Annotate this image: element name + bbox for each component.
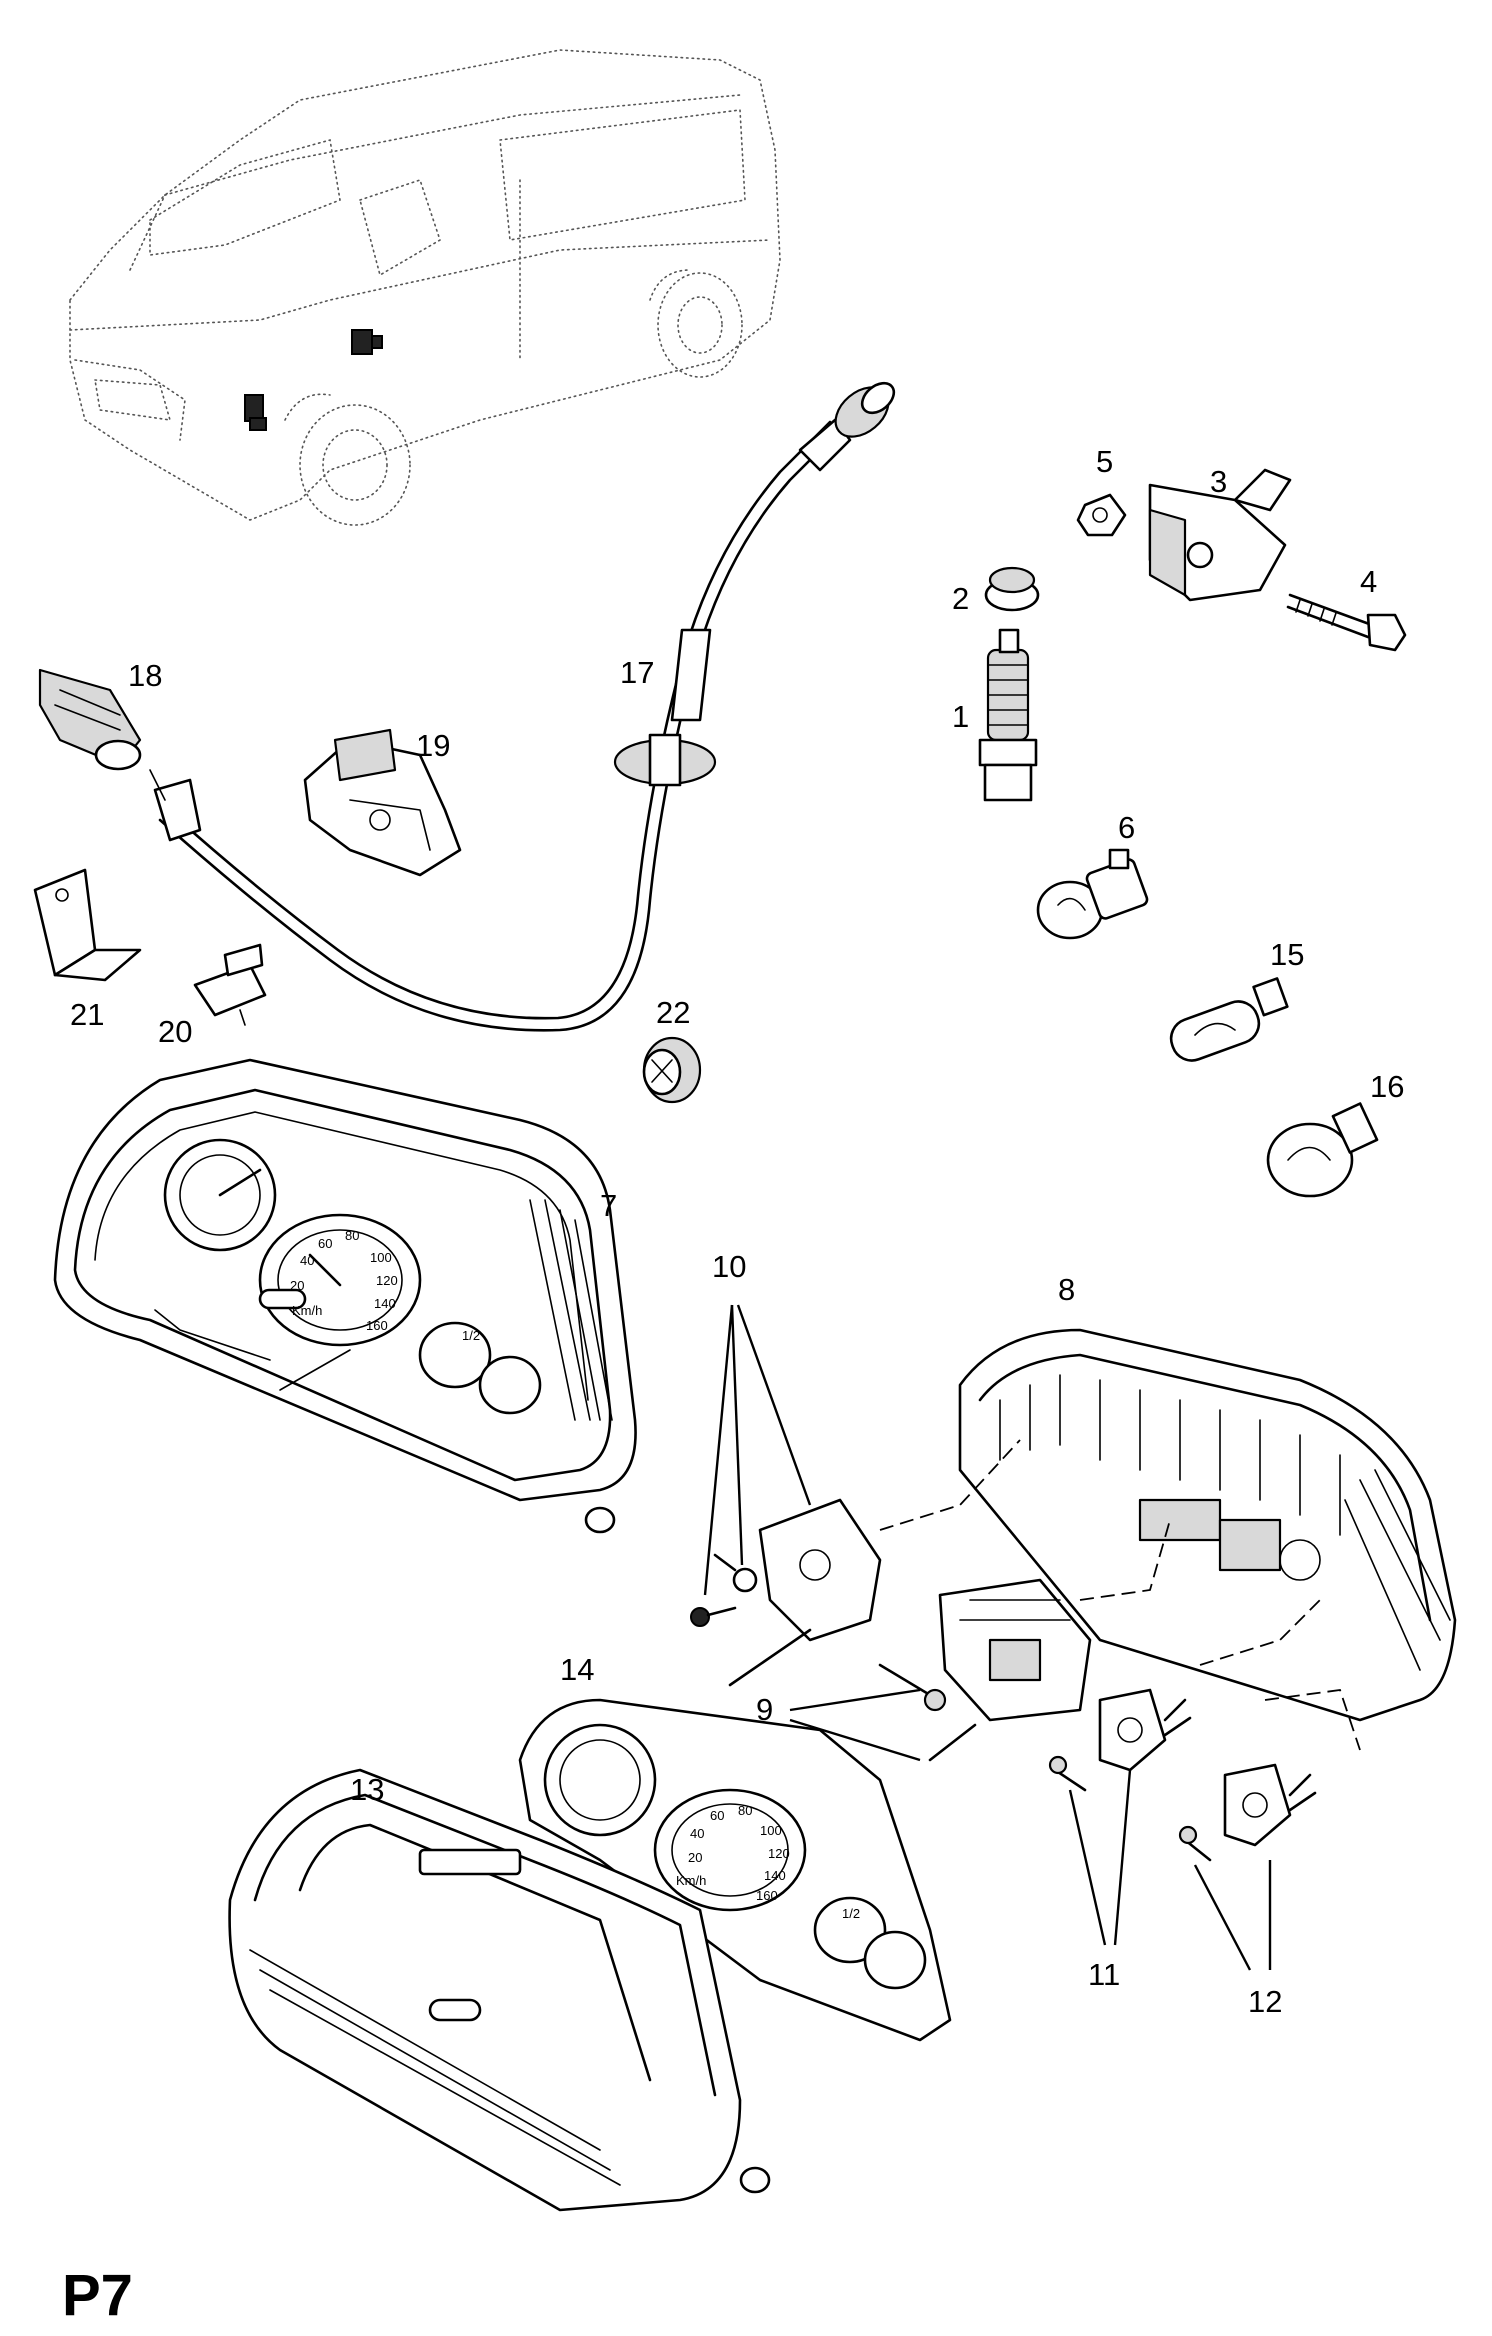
part-22-plug	[642, 1036, 702, 1104]
dial-label: 60	[318, 1236, 332, 1251]
callout-5: 5	[1096, 444, 1113, 479]
part-6-bulb	[1036, 848, 1149, 940]
speedometer-cable	[149, 381, 896, 1032]
callout-21: 21	[70, 997, 104, 1032]
part-1-sender	[978, 628, 1038, 802]
dial-label: 40	[300, 1253, 314, 1268]
dial-label: 20	[290, 1278, 304, 1293]
callout-15: 15	[1270, 937, 1304, 972]
callout-9: 9	[756, 1692, 773, 1727]
dial-label: 140	[374, 1296, 396, 1311]
dial-label: 120	[376, 1273, 398, 1288]
part-21-bracket	[33, 868, 142, 982]
callout-14: 14	[560, 1652, 594, 1687]
dial-label: 80	[738, 1803, 752, 1818]
part-8-housing	[958, 1328, 1457, 1722]
callout-3: 3	[1210, 464, 1227, 499]
part-5-nut	[1076, 493, 1127, 537]
dial-label: 80	[345, 1228, 359, 1243]
callout-17: 17	[620, 655, 654, 690]
dial-label: 1/2	[842, 1906, 860, 1921]
dial-label: Km/h	[676, 1873, 706, 1888]
dial-label: 160	[366, 1318, 388, 1333]
part-3-bracket	[1148, 468, 1292, 602]
part-14-dial-face	[518, 1698, 952, 2042]
callout-8: 8	[1058, 1272, 1075, 1307]
callout-10: 10	[712, 1249, 746, 1284]
part-4-bolt	[1286, 593, 1407, 652]
part-18-connector	[38, 668, 142, 771]
part-11-connector	[1048, 1688, 1192, 1792]
callouts: 1 2 3 4 5 6 7 8 9 10 11 12 13 14 15 16 1…	[70, 444, 1404, 2019]
callout-6: 6	[1118, 810, 1135, 845]
callout-20: 20	[158, 1014, 192, 1049]
callout-18: 18	[128, 658, 162, 693]
part-19-bracket	[303, 728, 462, 877]
part-16-bulb	[1266, 1102, 1379, 1198]
callout-13: 13	[350, 1772, 384, 1807]
dial-label: 1/2	[462, 1328, 480, 1343]
cluster-14-dial-labels: 20 40 60 80 100 120 140 160 Km/h 1/2	[676, 1803, 860, 1921]
part-15-bulb	[1169, 977, 1289, 1062]
part-10-gauge	[690, 1498, 882, 1687]
dial-label: 140	[764, 1868, 786, 1883]
callout-4: 4	[1360, 564, 1377, 599]
dial-label: 60	[710, 1808, 724, 1823]
van-illustration	[69, 49, 781, 526]
callout-1: 1	[952, 699, 969, 734]
callout-11: 11	[1088, 1957, 1120, 1992]
dial-label: Km/h	[292, 1303, 322, 1318]
dial-label: 20	[688, 1850, 702, 1865]
dial-label: 40	[690, 1826, 704, 1841]
part-2-clip	[984, 566, 1040, 612]
part-13-housing	[228, 1768, 771, 2212]
leader-lines	[703, 1304, 1272, 1971]
callout-22: 22	[656, 995, 690, 1030]
part-7-instrument-cluster	[53, 1058, 637, 1534]
part-20-clip	[193, 943, 267, 1026]
cluster-7-dial-labels: 20 40 60 80 100 120 140 160 Km/h 1/2	[290, 1228, 480, 1343]
dial-label: 120	[768, 1846, 790, 1861]
callout-19: 19	[416, 728, 450, 763]
callout-7: 7	[600, 1188, 617, 1223]
dial-label: 100	[760, 1823, 782, 1838]
dial-label: 100	[370, 1250, 392, 1265]
callout-12: 12	[1248, 1984, 1282, 2019]
part-12-connector	[1178, 1763, 1317, 1862]
assembly-lines	[879, 1439, 1361, 1751]
part-9-gauge	[878, 1578, 1092, 1762]
callout-2: 2	[952, 581, 969, 616]
dial-label: 160	[756, 1888, 778, 1903]
callout-16: 16	[1370, 1069, 1404, 1104]
page-code: P7	[62, 2263, 133, 2328]
